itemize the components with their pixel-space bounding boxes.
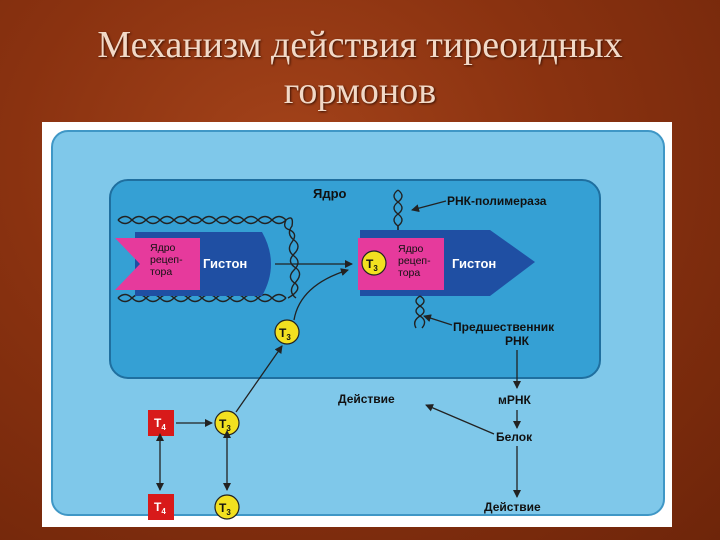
receptor-left-l1: Ядро (150, 242, 176, 254)
mrna-label: мРНК (498, 393, 532, 407)
nucleus-label: Ядро (313, 186, 347, 201)
dna-loop-left (117, 215, 301, 303)
t4-blood-icon (148, 494, 174, 520)
receptor-right-l2: рецеп- (398, 255, 431, 267)
rna-polymerase-label: РНК-полимераза (447, 194, 547, 208)
t3-bound-label: T3 (366, 257, 378, 273)
slide-title: Механизм действия тиреоидных гормонов (0, 22, 720, 114)
receptor-right-l3: тора (398, 267, 420, 279)
nucleus (109, 179, 601, 379)
t4-cell-icon (148, 410, 174, 436)
arrow-precursor (423, 314, 453, 326)
receptor-left-l3: тора (150, 266, 172, 278)
t3-cell-label: T3 (219, 417, 231, 433)
t4-blood-label: T4 (154, 500, 166, 516)
rna-precursor-l1: Предшественник (453, 320, 555, 334)
action-outer-label: Действие (484, 500, 541, 514)
protein-label: Белок (496, 430, 533, 444)
t3-nucleus-icon (274, 319, 300, 345)
histone-right-label: Гистон (452, 256, 496, 271)
receptor-left-l2: рецеп- (150, 254, 183, 266)
t3-blood-label: T3 (219, 501, 231, 517)
receptor-right-l1: Ядро (398, 243, 424, 255)
arrow-t3-to-nucleus (235, 345, 283, 413)
histone-left-label: Гистон (203, 256, 247, 271)
t3-nucleus-label: T3 (279, 326, 291, 342)
t4-cell-label: T4 (154, 416, 166, 432)
arrow-rna-polymerase (411, 200, 447, 213)
arrow-t3-to-complex (293, 268, 349, 321)
t3-blood-icon (214, 494, 240, 520)
receptor-left (115, 238, 200, 290)
action-inner-label: Действие (338, 392, 395, 406)
title-line-2: гормонов (283, 70, 437, 112)
arrow-protein-to-action (425, 404, 495, 435)
rna-precursor-l2: РНК (505, 334, 530, 348)
t3-bound-icon (361, 250, 387, 276)
title-line-1: Механизм действия тиреоидных (97, 24, 623, 66)
